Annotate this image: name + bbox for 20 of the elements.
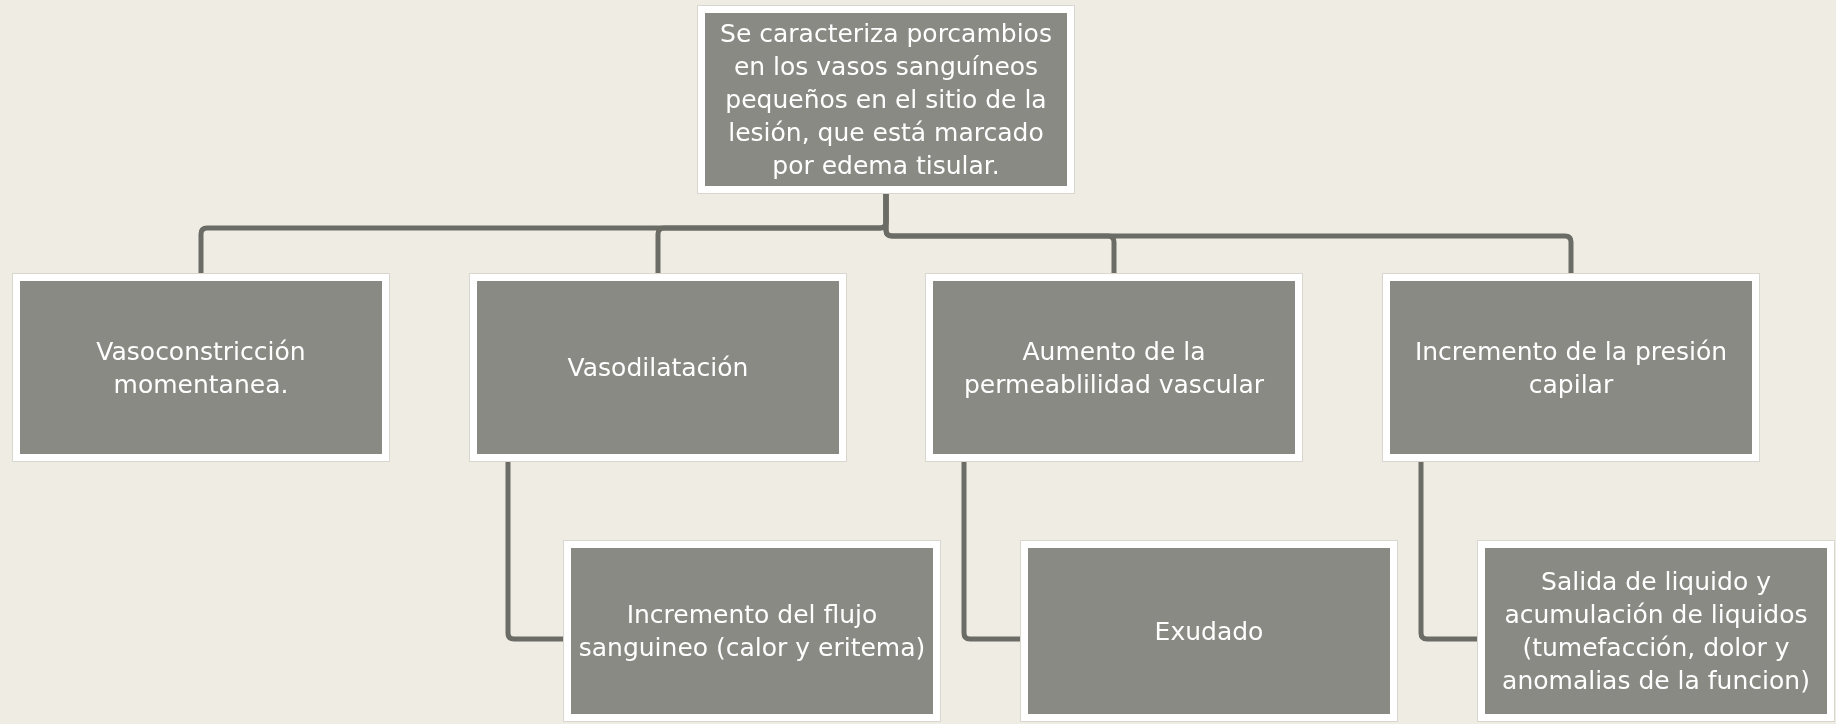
box-text: Salida de liquido y acumulación de liquidos (tumefacción, dolor y anomalias de la funcion) [1501,566,1811,697]
connector-line [883,193,1574,274]
process-box [1478,541,1834,721]
box-text: Se caracteriza porcambios en los vasos sanguíneos pequeños en el sitio de la lesión, que está marcado por edema tisular. [719,18,1053,182]
process-box [1021,541,1397,721]
connector-line [961,461,1021,642]
process-box [13,274,389,461]
connector-line [1418,461,1478,642]
box-text: Exudado [1154,615,1264,648]
process-box [926,274,1302,461]
process-box [564,541,940,721]
process-box [470,274,846,461]
box-text: Incremento del flujo sanguineo (calor y eritema) [577,599,927,664]
box-text: Vasodilatación [567,352,749,384]
box-text: Incremento de la presión capilar [1413,335,1729,401]
box-text: Vasoconstricción momentanea. [95,335,307,401]
process-box [698,6,1074,193]
box-text: Aumento de la permeablilidad vascular [962,335,1266,401]
connector-line [505,461,564,642]
process-box [1383,274,1759,461]
